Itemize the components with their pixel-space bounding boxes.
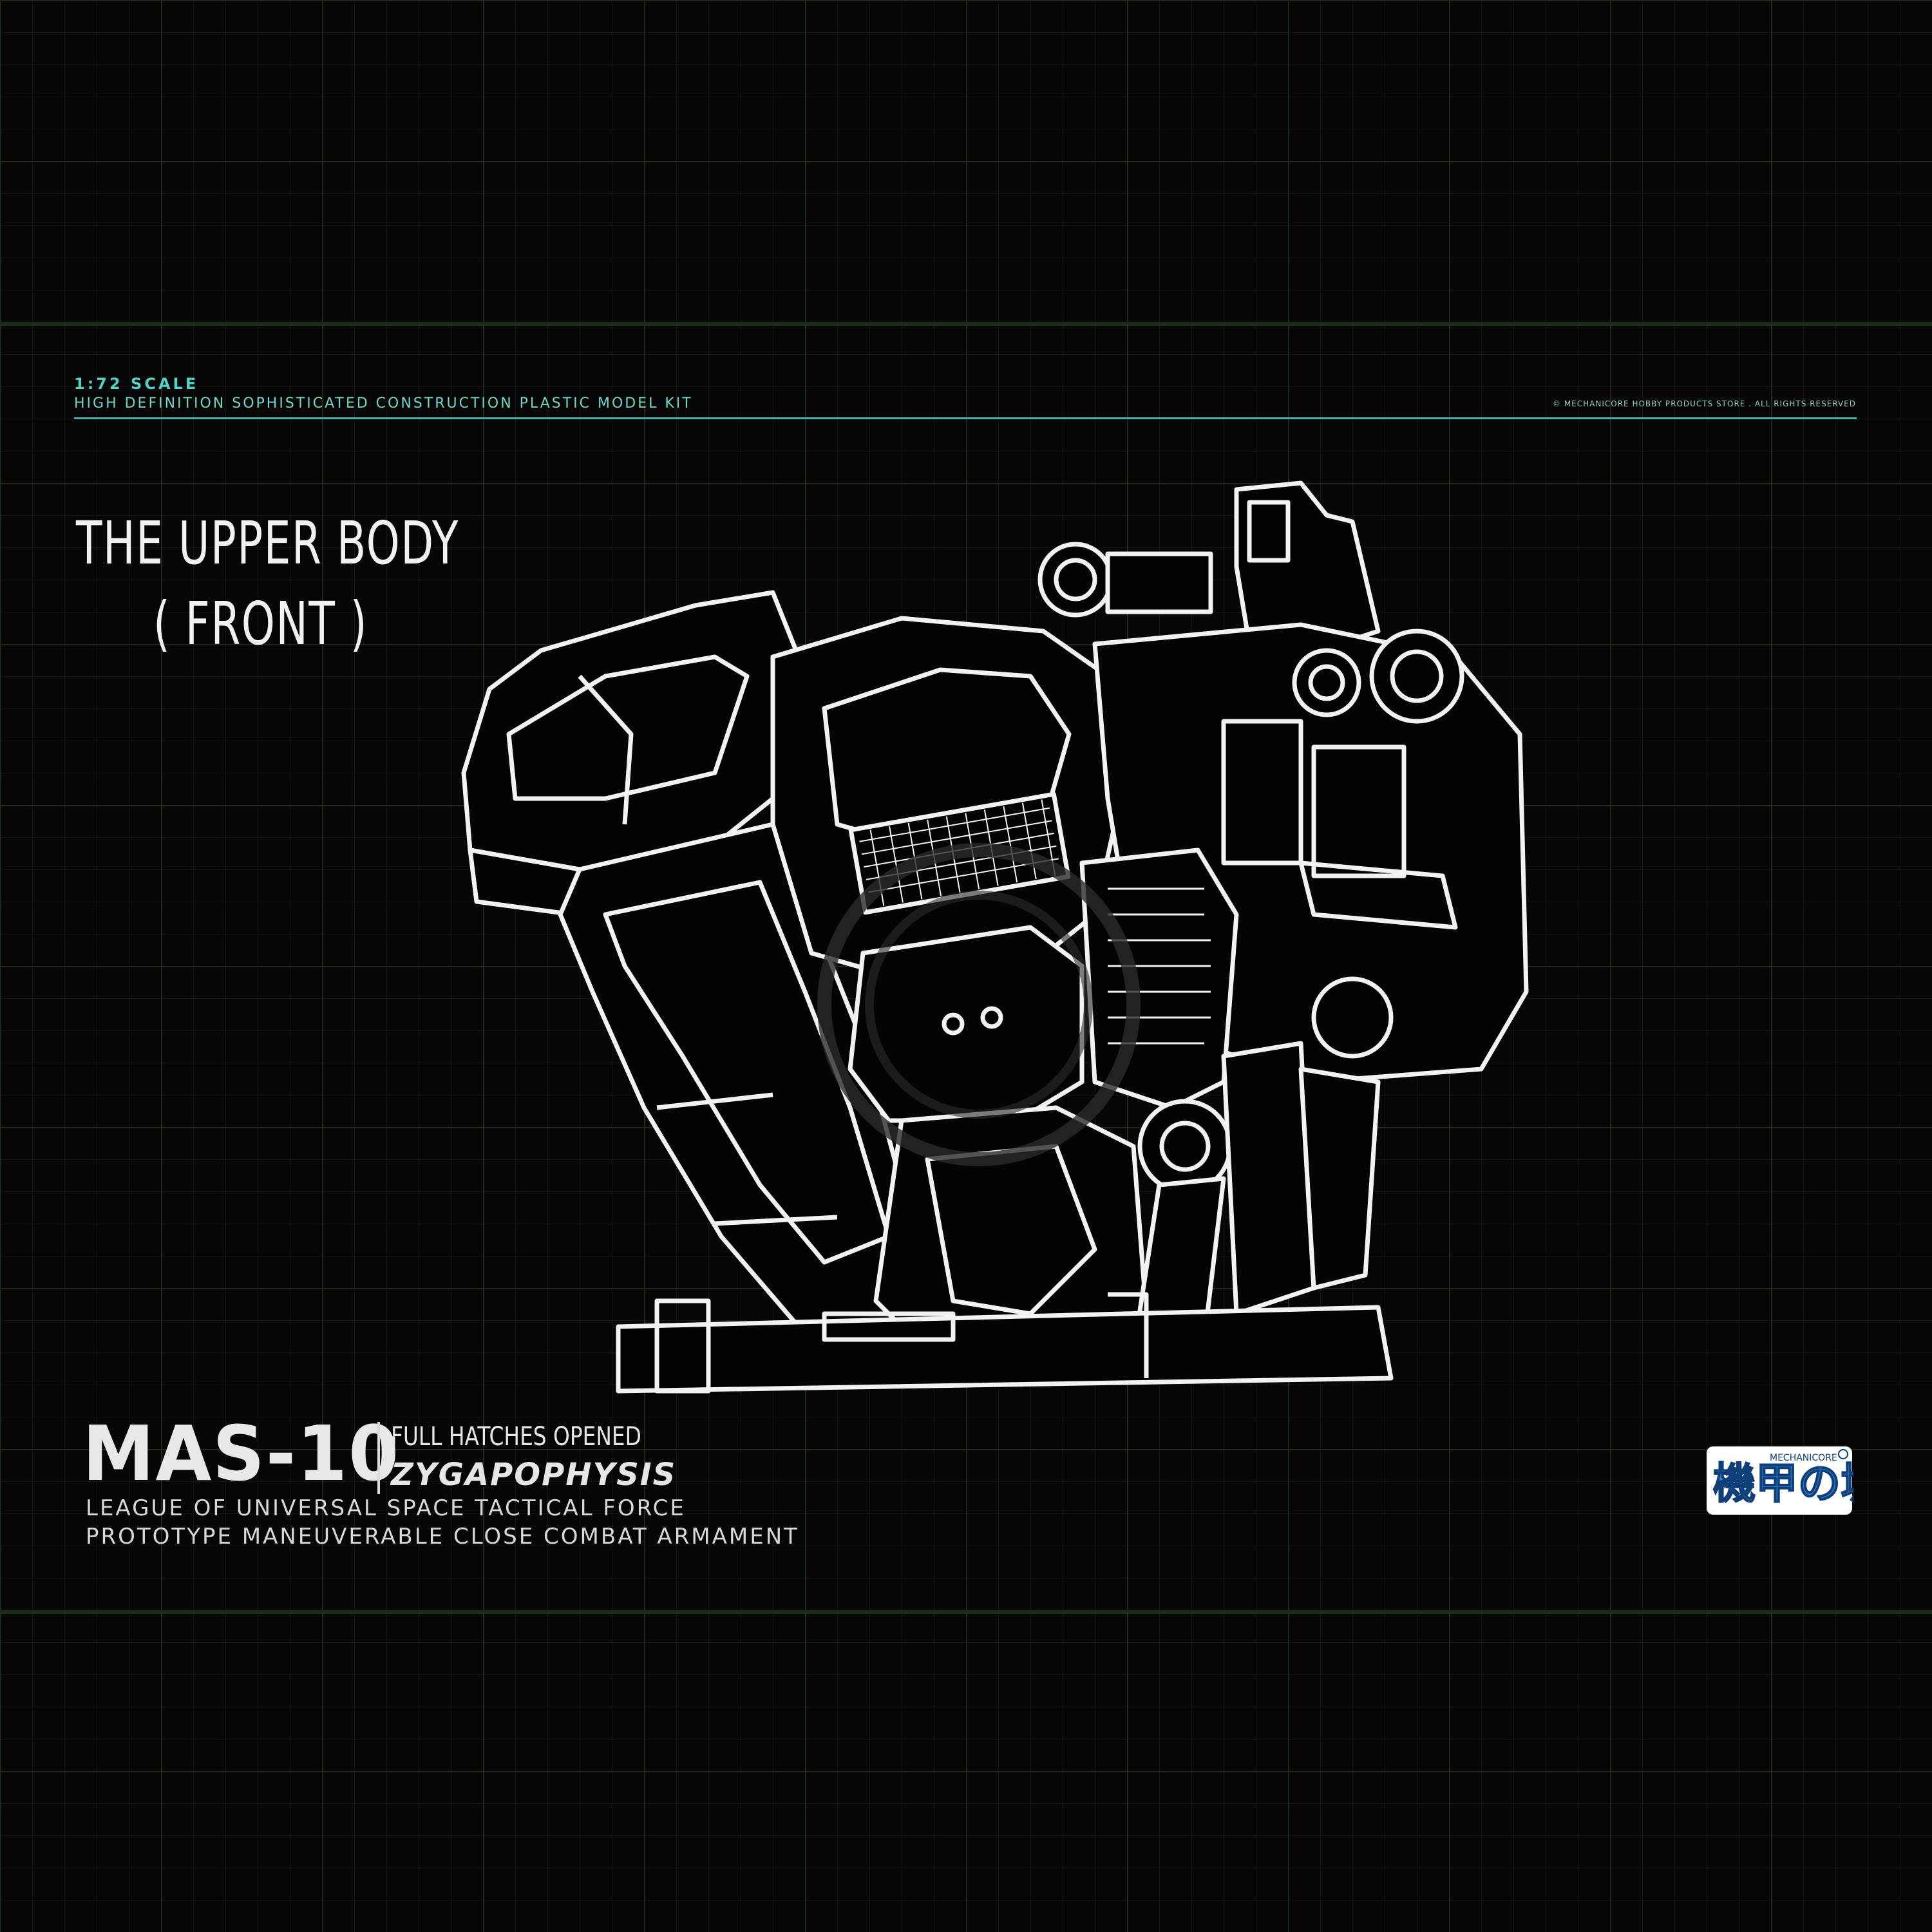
svg-text:MECHANICORE: MECHANICORE (1770, 1453, 1837, 1463)
section-title: THE UPPER BODY (76, 509, 459, 578)
grid-band-bottom (0, 1610, 1932, 1614)
header-divider (74, 417, 1857, 419)
scale-label: 1:72 SCALE (74, 375, 199, 393)
model-divider (377, 1422, 380, 1494)
kit-description: HIGH DEFINITION SOPHISTICATED CONSTRUCTI… (74, 395, 693, 412)
section-subtitle: ( FRONT ) (153, 589, 368, 658)
grid-band-top (0, 322, 1932, 326)
faction-line: LEAGUE OF UNIVERSAL SPACE TACTICAL FORCE (86, 1495, 686, 1521)
model-name: ZYGAPOPHYSIS (391, 1457, 677, 1493)
watermark-seal (817, 843, 1141, 1166)
variant-label: FULL HATCHES OPENED (391, 1422, 641, 1452)
mechanicore-logo: 機甲の城 MECHANICORE (1707, 1446, 1853, 1515)
mech-upper-body-illustration (461, 480, 1529, 1394)
copyright-notice: © MECHANICORE HOBBY PRODUCTS STORE . ALL… (1553, 399, 1856, 408)
designation-line: PROTOTYPE MANEUVERABLE CLOSE COMBAT ARMA… (86, 1524, 799, 1549)
model-code: MAS-10 (82, 1409, 400, 1498)
svg-text:機甲の城: 機甲の城 (1713, 1459, 1853, 1508)
